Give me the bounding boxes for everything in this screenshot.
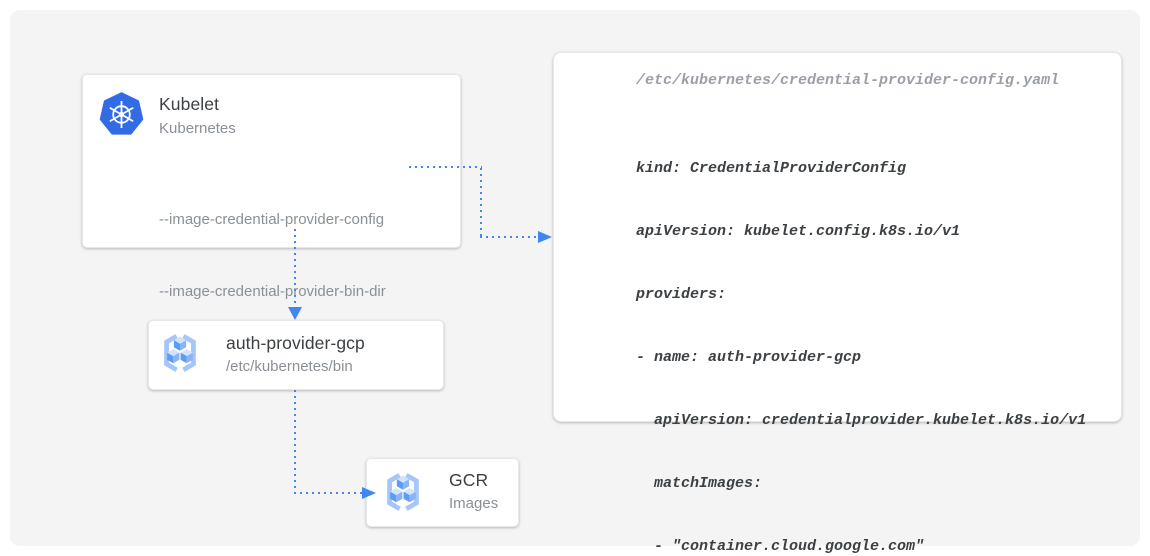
arrow-config-to-yaml-head xyxy=(538,231,552,243)
yaml-line: apiVersion: kubelet.config.k8s.io/v1 xyxy=(636,223,961,240)
kubernetes-icon xyxy=(99,92,144,137)
yaml-line: providers: xyxy=(636,286,727,303)
flag-image-credential-provider-bin-dir: --image-credential-provider-bin-dir xyxy=(159,283,386,300)
config-yaml-code: kind: CredentialProviderConfig apiVersio… xyxy=(636,116,1086,556)
gcr-subtitle: Images xyxy=(449,495,499,512)
yaml-line: - name: auth-provider-gcp xyxy=(636,349,862,366)
gcr-node: GCR Images xyxy=(366,458,519,527)
auth-provider-title: auth-provider-gcp xyxy=(226,333,365,353)
diagram-canvas: Kubelet Kubernetes --image-credential-pr… xyxy=(10,10,1140,555)
arrow-config-to-yaml-segment-2 xyxy=(480,168,482,237)
kubelet-flags: --image-credential-provider-config --ima… xyxy=(159,160,386,352)
config-file-path: /etc/kubernetes/credential-provider-conf… xyxy=(636,72,1060,89)
credential-provider-config-panel: /etc/kubernetes/credential-provider-conf… xyxy=(553,52,1122,555)
arrow-config-to-yaml-segment-3 xyxy=(480,236,538,238)
kubelet-subtitle: Kubernetes xyxy=(159,120,236,137)
yaml-line: kind: CredentialProviderConfig xyxy=(636,160,907,177)
gcr-icon xyxy=(157,330,203,376)
auth-provider-path: /etc/kubernetes/bin xyxy=(226,358,353,375)
flag-image-credential-provider-config: --image-credential-provider-config xyxy=(159,211,385,228)
arrow-auth-to-gcr-segment-1 xyxy=(294,390,296,493)
gcr-icon xyxy=(380,469,426,515)
yaml-line: apiVersion: credentialprovider.kubelet.k… xyxy=(636,412,1087,429)
arrow-kubelet-to-auth-head xyxy=(288,307,302,320)
kubelet-title: Kubelet xyxy=(159,94,220,114)
yaml-line: matchImages: xyxy=(636,475,763,492)
kubelet-node: Kubelet Kubernetes --image-credential-pr… xyxy=(82,74,461,300)
auth-provider-gcp-node: auth-provider-gcp /etc/kubernetes/bin xyxy=(148,320,444,390)
arrow-auth-to-gcr-head xyxy=(362,487,376,499)
gcr-title: GCR xyxy=(449,470,489,490)
arrow-config-to-yaml-segment-1 xyxy=(409,166,482,168)
arrow-kubelet-to-auth-segment xyxy=(294,229,296,308)
arrow-auth-to-gcr-segment-2 xyxy=(294,492,362,494)
yaml-line: - "container.cloud.google.com" xyxy=(636,538,925,555)
